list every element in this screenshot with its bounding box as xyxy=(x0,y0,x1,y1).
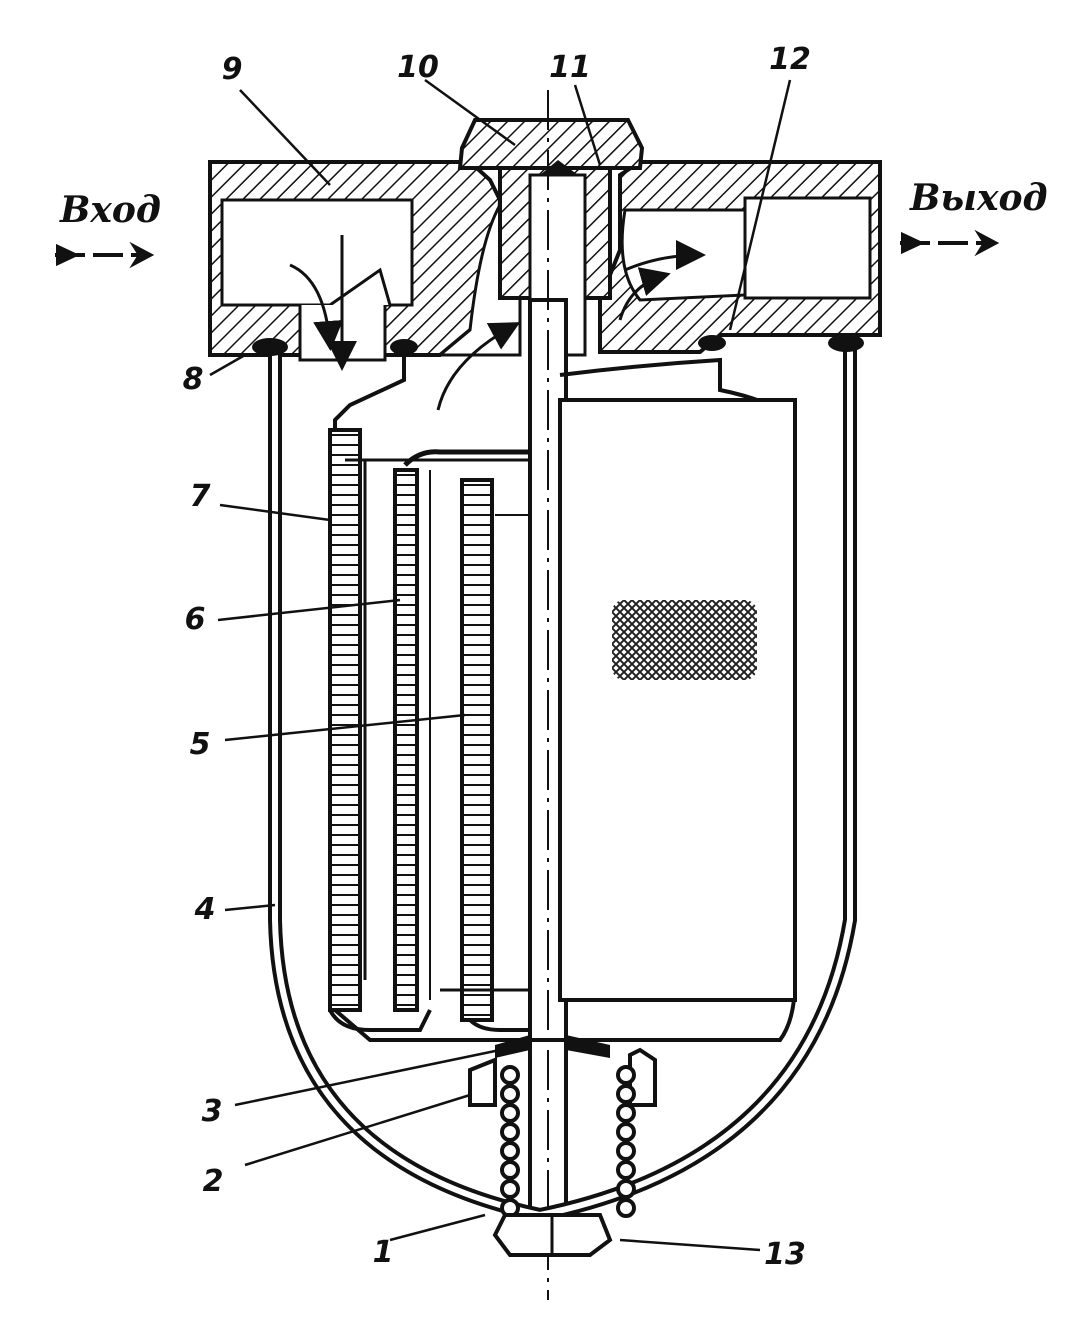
spring-coil xyxy=(616,1103,636,1123)
spring-coil xyxy=(500,1065,520,1085)
spring-coil xyxy=(616,1122,636,1142)
io-arrows xyxy=(55,229,1000,269)
callout-1: 1 xyxy=(372,1235,394,1270)
callout-11: 11 xyxy=(549,50,591,85)
callout-10: 10 xyxy=(397,50,439,85)
spring-coil xyxy=(500,1084,520,1104)
spring-coil xyxy=(616,1160,636,1180)
flow-arrows xyxy=(289,235,706,411)
callout-8: 8 xyxy=(182,362,204,397)
callout-13: 13 xyxy=(764,1237,806,1272)
spring-coil xyxy=(616,1198,636,1218)
spring-coil xyxy=(616,1141,636,1161)
gaskets xyxy=(252,334,864,356)
callout-2: 2 xyxy=(202,1164,224,1199)
spring-assembly xyxy=(468,1035,657,1257)
callout-9: 9 xyxy=(221,52,243,87)
spring-coil xyxy=(500,1122,520,1142)
mesh-swatch xyxy=(612,600,757,680)
callout-4: 4 xyxy=(194,892,216,927)
spring-coil xyxy=(616,1065,636,1085)
spring-coil xyxy=(616,1084,636,1104)
callout-12: 12 xyxy=(769,42,811,77)
filter-element xyxy=(328,350,797,1042)
callout-7: 7 xyxy=(189,479,211,514)
leader-lines xyxy=(209,78,792,1252)
spring-coil xyxy=(500,1103,520,1123)
spring-coil xyxy=(500,1160,520,1180)
outlet-label: Выход xyxy=(910,177,1048,219)
callout-5: 5 xyxy=(189,727,211,762)
spring-coil xyxy=(500,1141,520,1161)
spring-coil xyxy=(500,1179,520,1199)
callout-3: 3 xyxy=(201,1094,223,1129)
inlet-label: Вход xyxy=(60,189,161,231)
spring-coil xyxy=(616,1179,636,1199)
callout-6: 6 xyxy=(184,602,206,637)
